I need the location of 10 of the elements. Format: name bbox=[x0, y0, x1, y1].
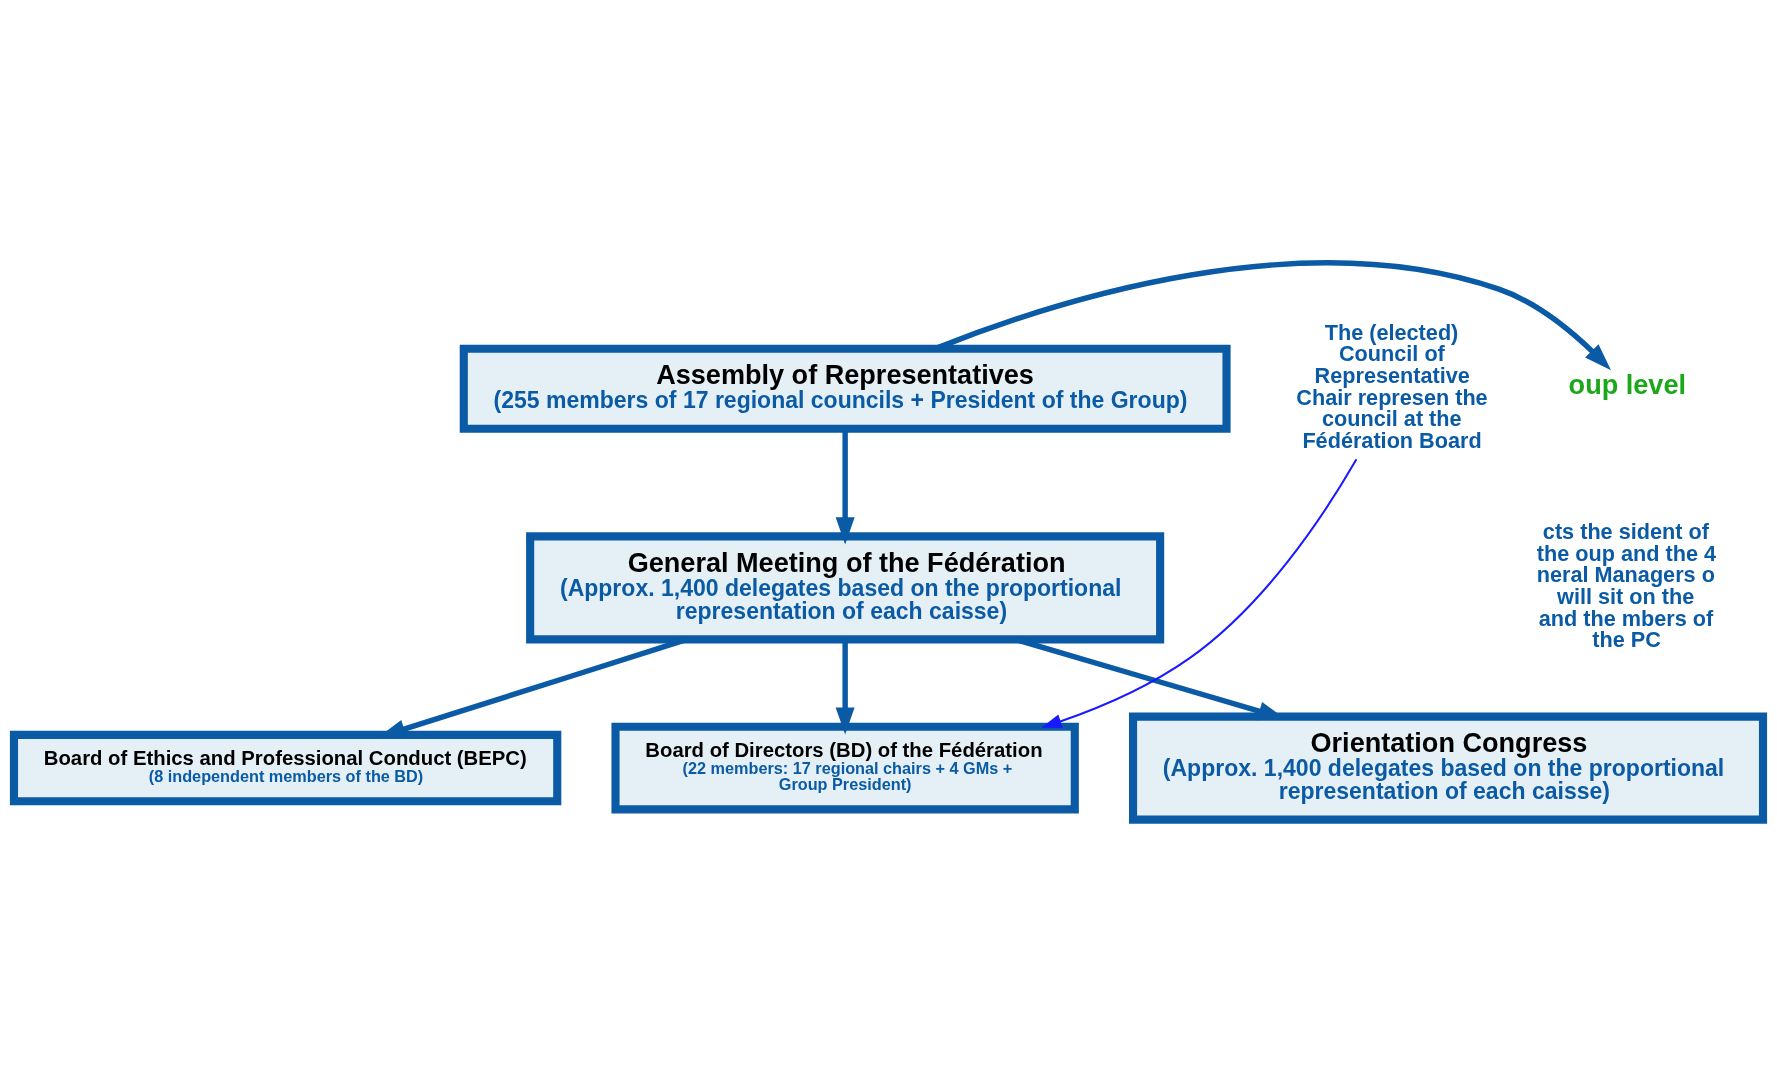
node-box: General Meeting of the Fédération (Approx. 1,400 delegates based on the proportional representation of each caisse) bbox=[526, 531, 1165, 643]
node-box: Board of Directors (BD) of the Fédération (22 members: 17 regional chairs + 4 GMs + Group President) bbox=[611, 722, 1079, 813]
label: cts the sident of the oup and the 4 neral Managers o will sit on the and the mbers of the PC bbox=[1536, 518, 1717, 652]
node-text: The (elected) Council of Representative Chair represen the council at the Fédération Board bbox=[1296, 319, 1488, 453]
node-box: Board of Ethics and Professional Conduct (BEPC) (8 independent members of the BD) bbox=[9, 730, 562, 805]
arrow bbox=[1041, 458, 1358, 728]
node-box: Assembly of Representatives (255 members of 17 regional councils + President of the Group) bbox=[459, 344, 1231, 433]
node-text: oup level bbox=[1568, 368, 1686, 400]
arrow bbox=[934, 260, 1612, 370]
node-box: Orientation Congress (Approx. 1,400 delegates based on the proportional representation of each caisse) bbox=[1128, 712, 1768, 824]
